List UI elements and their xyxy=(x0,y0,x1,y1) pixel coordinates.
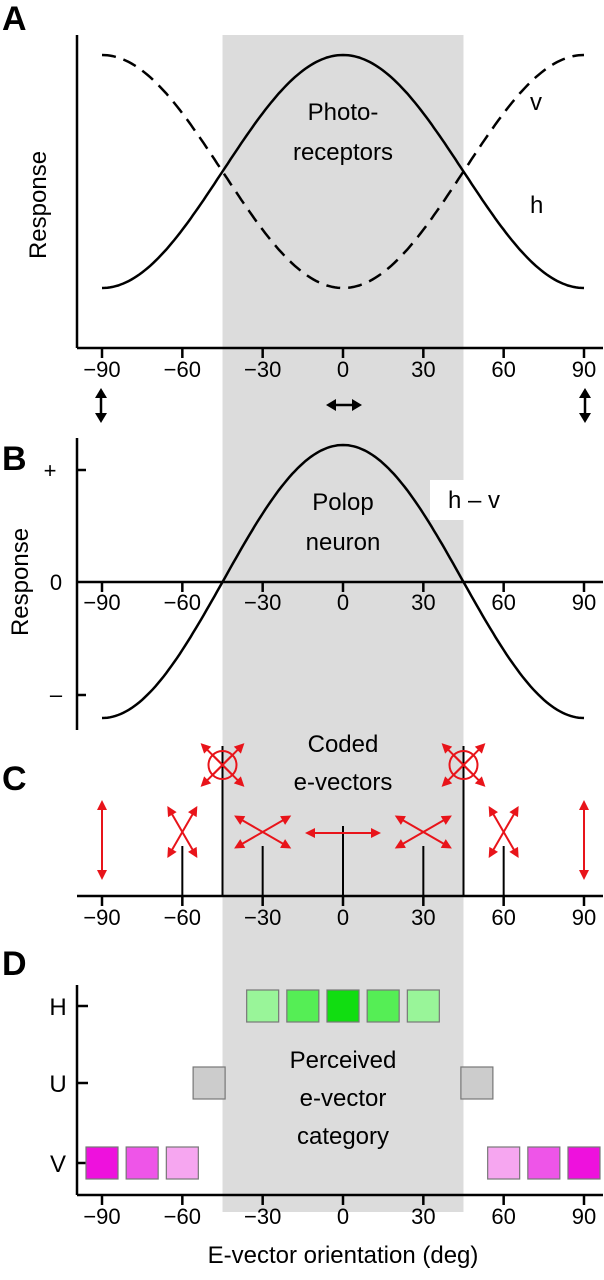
panel-c-letter: C xyxy=(2,760,27,798)
shaded-region xyxy=(222,35,464,1212)
horizontal-category-box xyxy=(366,989,400,1023)
panel-a-ylabel: Response xyxy=(25,151,52,259)
vertical-category-box xyxy=(85,1146,119,1180)
panel-b-tick-label: −60 xyxy=(164,590,201,615)
vertical-category-box xyxy=(567,1146,601,1180)
e-vector-arrow-icon xyxy=(234,815,292,849)
e-vector-arrow-icon xyxy=(579,800,589,880)
panel-a-ticks: −90 −60 −30 0 30 60 90 xyxy=(83,348,596,382)
e-vector-arrow-icon xyxy=(488,806,519,858)
vertical-arrow-right-icon xyxy=(579,388,591,423)
panel-d-center-label-3: category xyxy=(297,1123,389,1150)
e-vector-arrow-icon xyxy=(305,828,381,838)
panel-c-center-label-2: e-vectors xyxy=(294,769,393,796)
panel-d-y-u: U xyxy=(49,1071,66,1098)
vertical-category-box xyxy=(527,1146,561,1180)
panel-a-v-label: v xyxy=(530,89,542,116)
panel-b-y-zero: 0 xyxy=(50,570,62,595)
panel-d-letter: D xyxy=(2,945,27,983)
panel-b-letter: B xyxy=(2,440,27,478)
horizontal-category-box xyxy=(286,989,320,1023)
e-vector-arrow-icon xyxy=(394,815,452,849)
panel-d-tick-label: −60 xyxy=(164,1204,201,1229)
panel-b-tick-label: 60 xyxy=(491,590,515,615)
panel-d-y-v: V xyxy=(50,1151,66,1178)
uncertain-category-box xyxy=(460,1066,494,1100)
vertical-arrow-left-icon xyxy=(95,388,107,423)
panel-c-tick-label: −30 xyxy=(244,905,281,930)
panel-b-ticks: −90 −60 −30 0 30 60 90 xyxy=(83,582,596,615)
panel-a-h-label: h xyxy=(530,192,543,219)
panel-a-tick-label: 90 xyxy=(572,357,596,382)
panel-d-center-label-1: Perceived xyxy=(290,1047,397,1074)
panel-b-center-label-1: Polop xyxy=(312,489,373,516)
panel-c-tick-label: 60 xyxy=(491,905,515,930)
e-vector-arrow-icon xyxy=(200,743,245,787)
panel-d-tick-label: 0 xyxy=(337,1204,349,1229)
e-vector-arrow-icon xyxy=(97,800,107,880)
panel-b-tick-label: 90 xyxy=(572,590,596,615)
panel-c-tick-label: −60 xyxy=(164,905,201,930)
uncertain-category-box xyxy=(192,1066,226,1100)
vertical-category-box xyxy=(165,1146,199,1180)
panel-a-center-label-1: Photo- xyxy=(308,99,379,126)
panel-d-ticks: −90 −60 −30 0 30 60 90 xyxy=(83,1195,596,1229)
vertical-category-box xyxy=(487,1146,521,1180)
panel-d-y-h: H xyxy=(49,994,66,1021)
vertical-category-box xyxy=(125,1146,159,1180)
panel-a-tick-label: 0 xyxy=(337,357,349,382)
panel-d-tick-label: 60 xyxy=(491,1204,515,1229)
panel-a-curve-h xyxy=(101,53,585,290)
panel-c-tick-label: 90 xyxy=(572,905,596,930)
horizontal-category-box xyxy=(326,989,360,1023)
panel-b-curve xyxy=(101,443,585,720)
panel-d-boxes xyxy=(85,989,601,1180)
panel-b-tick-label: 0 xyxy=(337,590,349,615)
panel-b-curve-label: h – v xyxy=(448,487,500,514)
panel-d-xlabel: E-vector orientation (deg) xyxy=(208,1242,479,1269)
horizontal-category-box xyxy=(246,989,280,1023)
panel-a-tick-label: −30 xyxy=(244,357,281,382)
horizontal-arrow-icon xyxy=(326,399,362,411)
panel-a-tick-label: 30 xyxy=(411,357,435,382)
panel-c-tick-label: 0 xyxy=(337,905,349,930)
panel-a-center-label-2: receptors xyxy=(293,139,393,166)
panel-b-tick-label: −30 xyxy=(244,590,281,615)
panel-a-tick-label: 60 xyxy=(491,357,515,382)
panel-d-tick-label: 30 xyxy=(411,1204,435,1229)
panel-b-y-plus: + xyxy=(44,458,57,483)
panel-b-y-minus: – xyxy=(50,682,63,707)
panel-b-ylabel: Response xyxy=(7,528,34,636)
panel-d-tick-label: −90 xyxy=(83,1204,120,1229)
panel-c-center-label-1: Coded xyxy=(308,731,379,758)
panel-c-tick-label: 30 xyxy=(411,905,435,930)
panel-b-label-bg xyxy=(430,480,518,520)
panel-a-tick-label: −60 xyxy=(164,357,201,382)
panel-b-tick-label: 30 xyxy=(411,590,435,615)
e-vector-arrow-icon xyxy=(167,806,198,858)
panel-d-center-label-2: e-vector xyxy=(300,1085,387,1112)
e-vector-arrow-icon xyxy=(441,743,486,787)
panel-a-tick-label: −90 xyxy=(83,357,120,382)
panel-c-tick-label: −90 xyxy=(83,905,120,930)
horizontal-category-box xyxy=(406,989,440,1023)
panel-a-letter: A xyxy=(2,0,27,38)
panel-d-tick-label: −30 xyxy=(244,1204,281,1229)
panel-d-tick-label: 90 xyxy=(572,1204,596,1229)
panel-c-marks xyxy=(97,743,589,896)
panel-c-ticks: −90 −60 −30 0 30 60 90 xyxy=(83,896,596,930)
panel-b-center-label-2: neuron xyxy=(306,529,381,556)
panel-b-tick-label: −90 xyxy=(83,590,120,615)
